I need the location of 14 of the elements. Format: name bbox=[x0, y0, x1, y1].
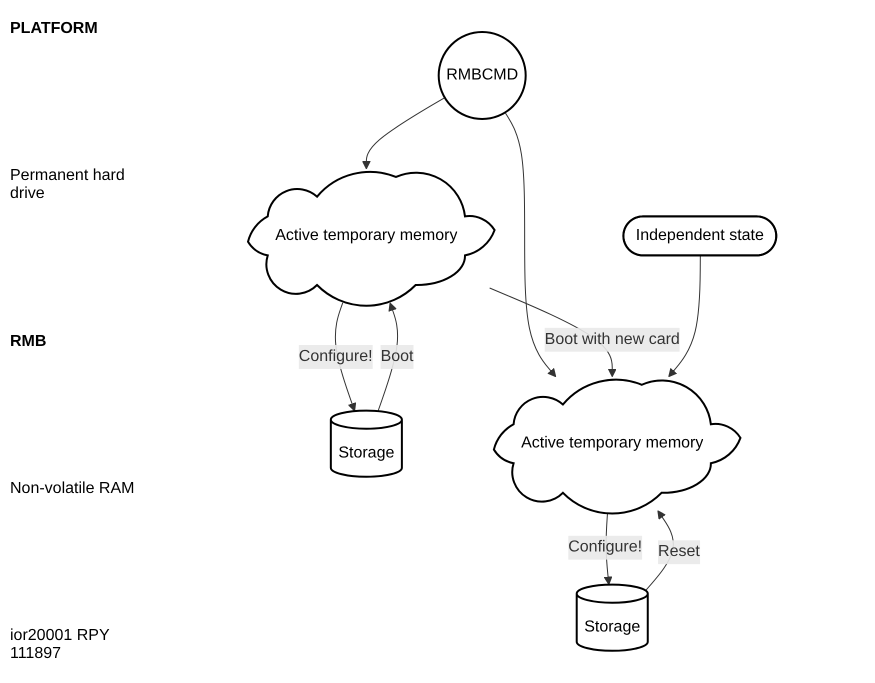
arrow bbox=[362, 97, 446, 170]
arrow bbox=[668, 256, 702, 378]
storage-caption: Non-volatile RAM bbox=[10, 480, 136, 498]
edge-label: Boot with new card bbox=[545, 330, 680, 348]
edge-label: Configure! bbox=[299, 348, 373, 366]
figure-id: ior20001 RPY 111897 bbox=[10, 627, 110, 663]
edge-label: Boot bbox=[380, 348, 414, 366]
edge-label: Configure! bbox=[568, 538, 642, 556]
storage-caption: Permanent hard drive bbox=[10, 167, 126, 204]
node-circle: RMBCMD bbox=[438, 31, 528, 120]
arrow bbox=[504, 112, 557, 378]
edge-label: Reset bbox=[658, 543, 700, 560]
section-label: RMB bbox=[10, 332, 48, 350]
section-label: PLATFORM bbox=[10, 20, 99, 38]
